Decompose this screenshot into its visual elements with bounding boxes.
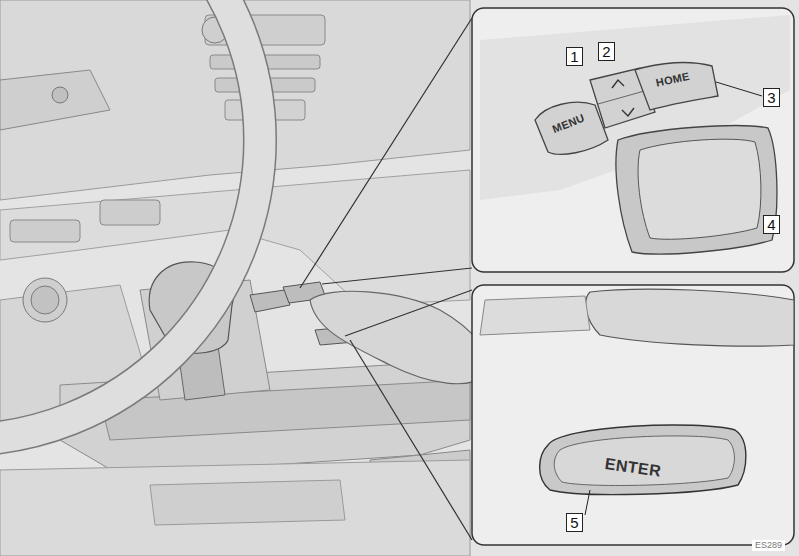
zoom-leader (345, 290, 472, 540)
touch-mouse-edge (586, 289, 794, 346)
enter-button (540, 425, 746, 495)
callout-number: 4 (763, 215, 780, 234)
down-arrow-symbol (622, 108, 634, 116)
zoom-leader (300, 18, 472, 288)
touch-pad (638, 139, 761, 239)
inset-frame (472, 285, 794, 545)
callout-number: 2 (598, 42, 615, 61)
leader-line (716, 82, 762, 96)
inset-top (472, 8, 794, 272)
drive-mode-dial (31, 286, 59, 314)
touch-mouse-armrest (310, 291, 488, 383)
console-surface (480, 296, 590, 335)
enter-button-face (554, 436, 734, 486)
drive-mode-dial (23, 278, 67, 322)
callout-number: 3 (763, 88, 780, 107)
menu-button-small (250, 290, 290, 312)
up-arrow-symbol (612, 80, 624, 88)
steering-switch (52, 87, 68, 103)
switch-panel (10, 220, 80, 242)
steering-wheel-outline (0, 0, 260, 440)
console-front (0, 460, 470, 556)
inset-bottom (472, 285, 794, 545)
touch-pad-base (616, 126, 777, 254)
inset-frame (472, 8, 794, 272)
callout-number: 1 (566, 47, 583, 66)
steering-wheel-spoke (0, 70, 110, 130)
figure-code: ES289 (752, 540, 785, 551)
switch-panel (100, 200, 160, 225)
menu-button (535, 102, 608, 154)
scroll-divider (598, 90, 648, 104)
storage-lid (150, 480, 345, 525)
home-button (635, 63, 718, 110)
steering-wheel-rim (0, 0, 260, 440)
leader-line (585, 490, 590, 515)
callout-number: 5 (566, 513, 583, 532)
